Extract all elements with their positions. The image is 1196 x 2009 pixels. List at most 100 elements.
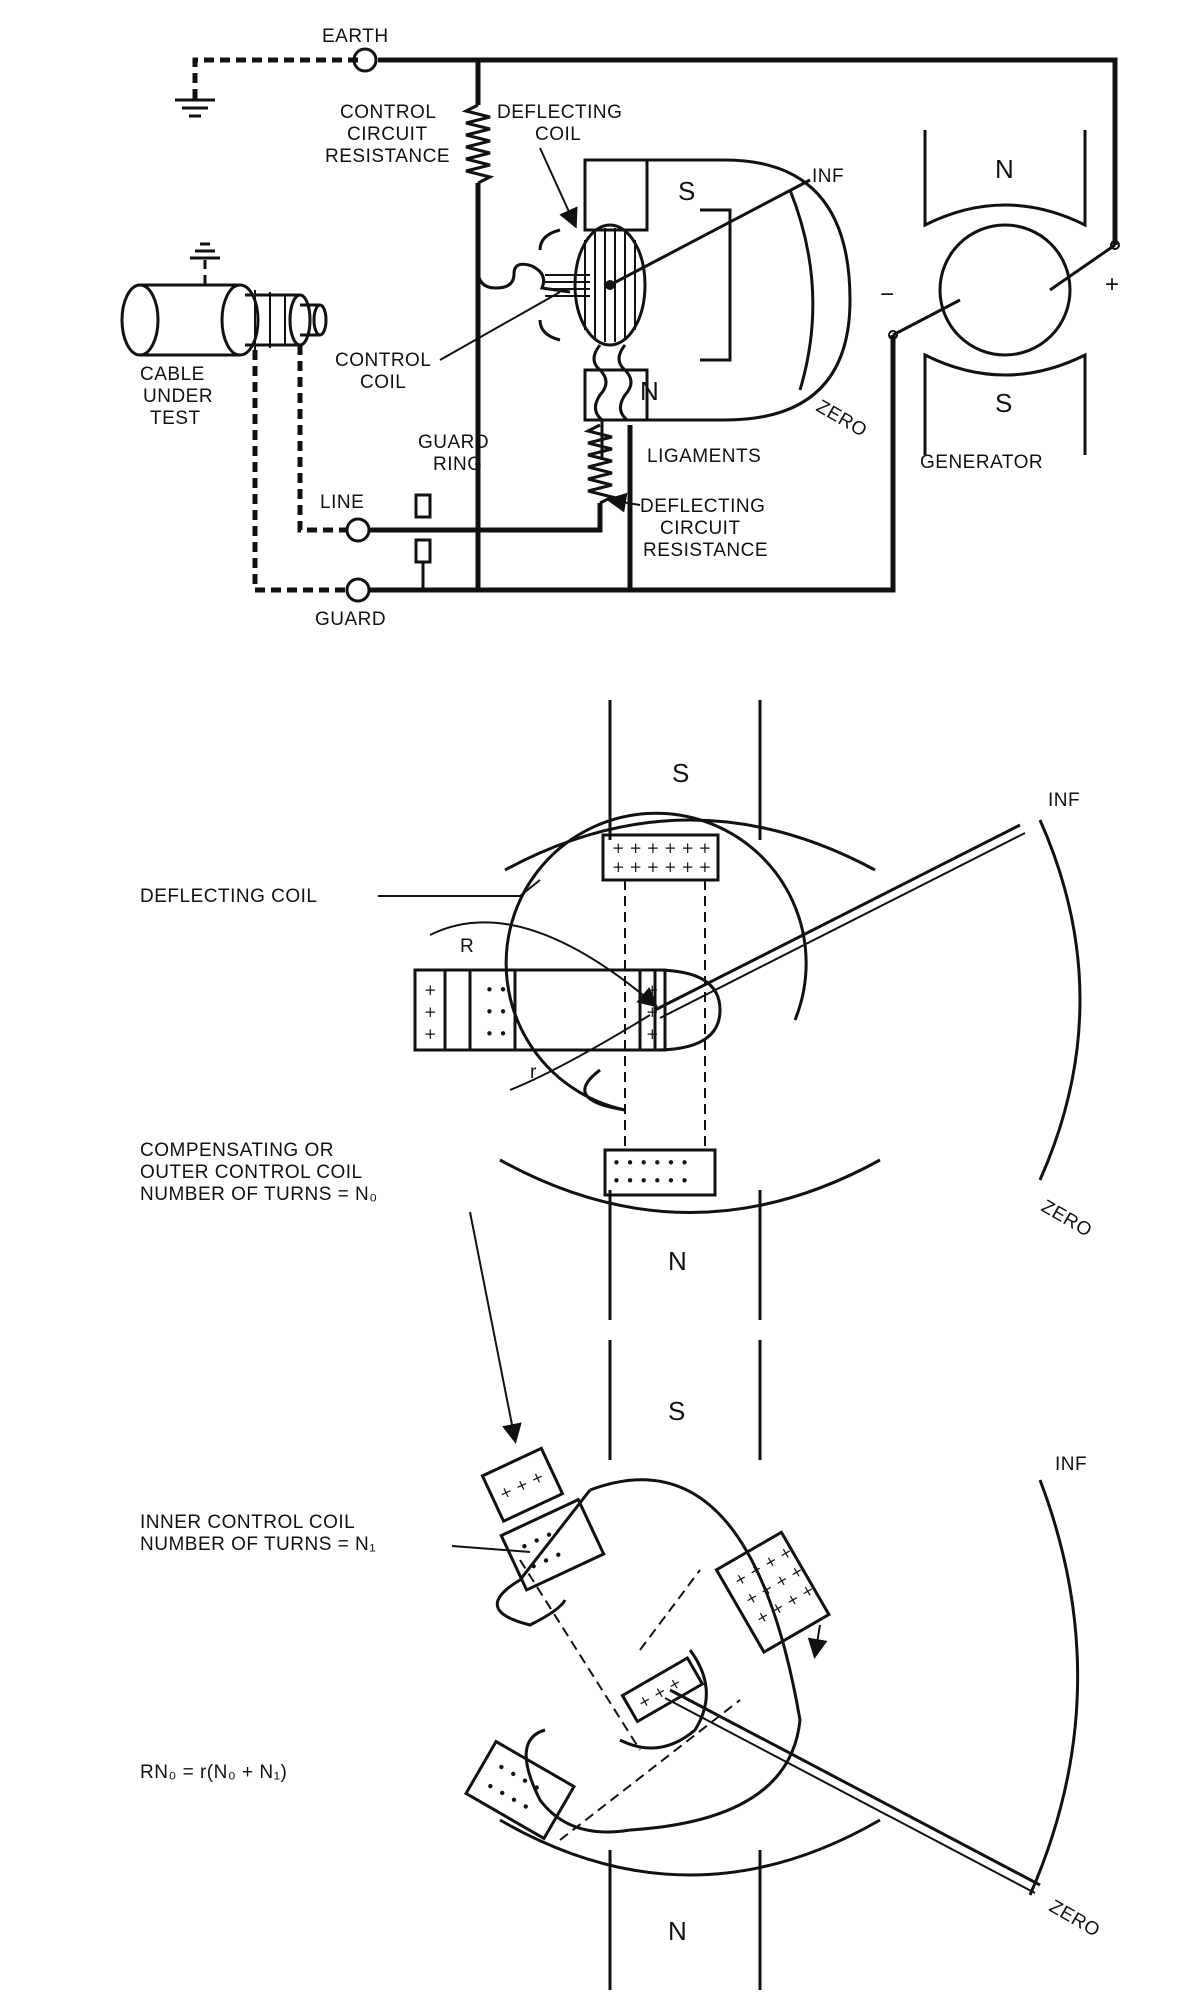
guard-dashed-wire xyxy=(252,350,347,593)
line-dashed-wire xyxy=(297,345,347,533)
detail1-pointer xyxy=(654,823,1021,1012)
svg-text:• •: • • xyxy=(485,1003,507,1021)
generator xyxy=(888,130,1120,455)
control-circuit-resistor xyxy=(461,103,495,185)
earth-label: EARTH xyxy=(322,26,389,47)
outer-control-coil-right xyxy=(468,968,517,1052)
svg-text:+ + + + + +: + + + + + + xyxy=(612,839,711,857)
deflecting-coil xyxy=(573,223,647,347)
line-terminal xyxy=(345,517,371,543)
svg-text:• •: • • xyxy=(485,981,507,999)
cable-under-test-label: CABLE UNDER TEST xyxy=(140,364,213,429)
earth-terminal xyxy=(352,47,378,73)
coil-detail-two: S N + + + • • • • • • + + + + + + + + + … xyxy=(140,1340,1103,1990)
generator-pole-s-label: S xyxy=(995,388,1012,418)
coil-detail-one: S N + + + + + + + + + + + + • • • • • • … xyxy=(140,700,1096,1444)
radius-r-outer xyxy=(429,921,659,1008)
svg-text:CIRCUIT: CIRCUIT xyxy=(347,124,428,145)
guard-ring-2 xyxy=(414,538,432,564)
meter-zero-label: ZERO xyxy=(813,396,871,442)
svg-text:OUTER CONTROL COIL: OUTER CONTROL COIL xyxy=(140,1162,363,1183)
svg-text:+: + xyxy=(646,1025,659,1043)
svg-text:INNER CONTROL COIL: INNER CONTROL COIL xyxy=(140,1512,355,1533)
outer-control-coil-left xyxy=(413,968,447,1052)
deflecting-coil-upper xyxy=(601,833,720,882)
meter-inf-label: INF xyxy=(812,166,844,187)
svg-text:+: + xyxy=(646,1003,659,1021)
detail1-scale xyxy=(1038,819,1082,1181)
detail2-pointer xyxy=(669,1688,1041,1887)
detail1-pole-n-label: N xyxy=(668,1246,687,1276)
ligament-1 xyxy=(592,344,608,460)
svg-text:+: + xyxy=(424,981,437,999)
detail1-lower-arc xyxy=(499,1158,881,1214)
inner-coil-end-detail2 xyxy=(620,1655,705,1724)
cable-icon xyxy=(120,283,328,357)
line-wire xyxy=(370,503,603,533)
detail2-pole-s-label: S xyxy=(668,1396,685,1426)
deflecting-coil-left xyxy=(463,1739,577,1841)
guard-label: GUARD xyxy=(315,609,386,630)
detail2-pole-n-label: N xyxy=(668,1916,687,1946)
detail2-lower-arc xyxy=(499,1818,881,1877)
svg-text:NUMBER OF TURNS = N₁: NUMBER OF TURNS = N₁ xyxy=(140,1534,376,1555)
detail1-zero-label: ZERO xyxy=(1038,1196,1096,1242)
detail1-inf-label: INF xyxy=(1048,790,1080,811)
earth-wire xyxy=(378,57,1118,245)
svg-text:RESISTANCE: RESISTANCE xyxy=(325,146,450,167)
svg-text:NUMBER OF TURNS = N₀: NUMBER OF TURNS = N₀ xyxy=(140,1184,378,1205)
guard-ring-1 xyxy=(414,493,432,519)
control-circuit-resistance-label: CONTROL CIRCUIT RESISTANCE xyxy=(325,102,450,167)
meter-magnet xyxy=(640,158,852,422)
svg-text:COIL: COIL xyxy=(535,124,581,145)
deflecting-coil-right xyxy=(714,1530,831,1655)
earth-ground-icon xyxy=(175,98,215,118)
radius-r-outer-label: R xyxy=(460,936,474,957)
svg-text:DEFLECTING: DEFLECTING xyxy=(497,102,622,123)
meter-pole-n xyxy=(583,368,649,422)
formula-label: RN₀ = r(N₀ + N₁) xyxy=(140,1762,287,1783)
inner-control-coil xyxy=(499,1497,606,1592)
deflecting-circuit-resistance-label: DEFLECTING CIRCUIT RESISTANCE xyxy=(640,496,768,561)
meter-pole-s xyxy=(583,158,649,232)
detail1-upper-arc xyxy=(504,818,876,872)
compensating-coil-label: COMPENSATING OR OUTER CONTROL COIL NUMBE… xyxy=(140,1140,378,1205)
svg-text:COIL: COIL xyxy=(360,372,406,393)
svg-text:+ + +: + + + xyxy=(496,1467,546,1503)
meter-pole-n-label: N xyxy=(640,376,659,406)
circuit-diagram: EARTH CONTROL CIRCUIT RESISTANCE DEFLECT… xyxy=(120,26,1120,630)
control-coil-ligament xyxy=(476,262,571,294)
meter-pointer xyxy=(609,178,811,287)
outer-control-coil xyxy=(480,1446,565,1524)
control-coil-label: CONTROL COIL xyxy=(335,350,431,393)
generator-armature xyxy=(938,223,1072,357)
svg-text:• • • • • •: • • • • • • xyxy=(612,1172,689,1190)
detail1-pole-s-label: S xyxy=(672,758,689,788)
svg-text:GUARD: GUARD xyxy=(418,432,489,453)
svg-text:CIRCUIT: CIRCUIT xyxy=(660,518,741,539)
svg-text:CONTROL: CONTROL xyxy=(340,102,436,123)
svg-text:CABLE: CABLE xyxy=(140,364,205,385)
svg-text:TEST: TEST xyxy=(150,408,201,429)
ligaments-label: LIGAMENTS xyxy=(647,446,761,467)
svg-text:+: + xyxy=(424,1025,437,1043)
svg-text:DEFLECTING: DEFLECTING xyxy=(640,496,765,517)
detail2-zero-label: ZERO xyxy=(1046,1896,1104,1942)
svg-text:RING: RING xyxy=(433,454,483,475)
svg-text:CONTROL: CONTROL xyxy=(335,350,431,371)
deflecting-coil-label: DEFLECTING COIL xyxy=(497,102,622,145)
svg-text:+: + xyxy=(424,1003,437,1021)
svg-text:• • • • • •: • • • • • • xyxy=(612,1154,689,1172)
line-label: LINE xyxy=(320,492,364,513)
radius-r-inner-label: r xyxy=(530,1062,537,1083)
svg-text:+: + xyxy=(646,981,659,999)
detail2-scale xyxy=(1028,1479,1080,1896)
meter-pole-s-label: S xyxy=(678,176,695,206)
svg-text:UNDER: UNDER xyxy=(143,386,213,407)
guard-wire xyxy=(370,335,896,593)
guard-terminal xyxy=(345,577,371,603)
detail2-inf-label: INF xyxy=(1055,1454,1087,1475)
control-coil xyxy=(545,274,590,297)
